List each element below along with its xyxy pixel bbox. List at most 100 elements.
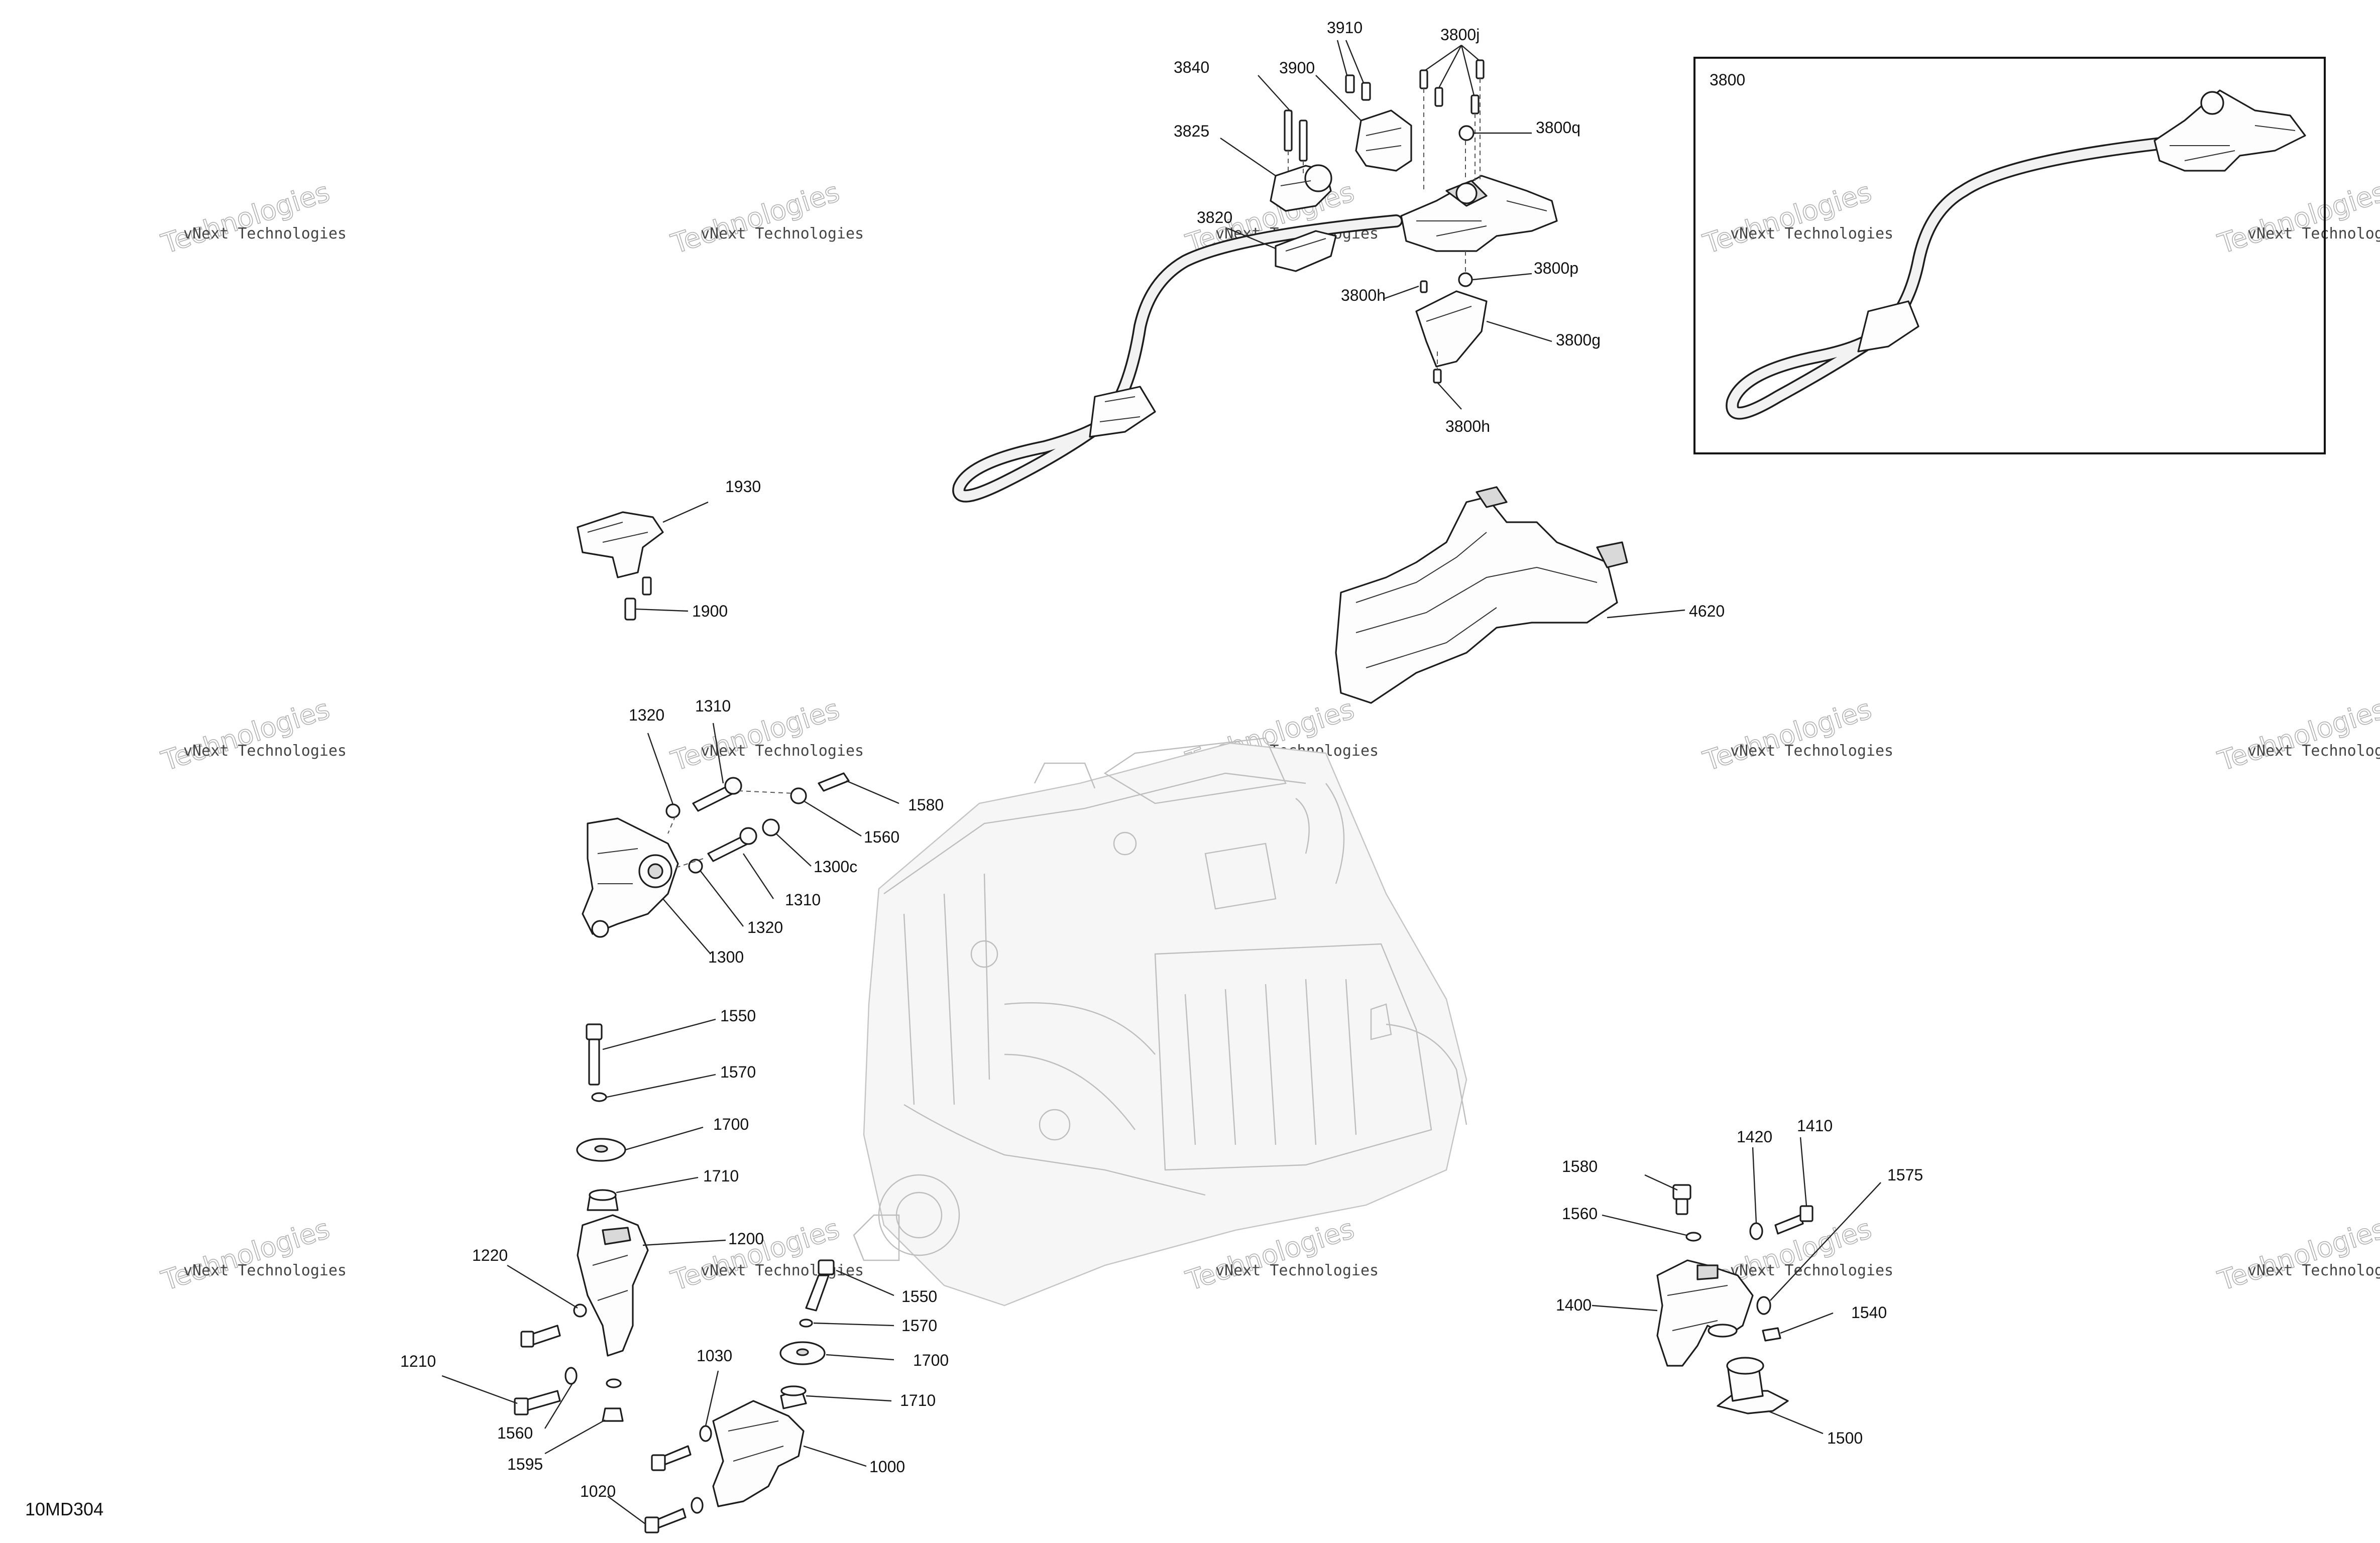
svg-text:Technologies: Technologies bbox=[2214, 176, 2380, 260]
svg-text:vNext Technologies: vNext Technologies bbox=[183, 742, 347, 760]
callout-4620: 4620 bbox=[1689, 602, 1725, 620]
part-1020-bolt bbox=[644, 1497, 704, 1533]
callout-3800j: 3800j bbox=[1440, 26, 1480, 44]
callout-1700-lower: 1700 bbox=[913, 1351, 949, 1369]
part-3800q-plug bbox=[1458, 125, 1475, 141]
engine-ghost-illustration bbox=[853, 737, 1467, 1307]
svg-text:vNext Technologies: vNext Technologies bbox=[701, 742, 864, 760]
callout-1550-upper: 1550 bbox=[720, 1007, 756, 1025]
callout-3910: 3910 bbox=[1327, 19, 1363, 37]
svg-text:Technologies: Technologies bbox=[667, 176, 843, 260]
callout-1020: 1020 bbox=[580, 1482, 616, 1500]
part-3800p-nut bbox=[1458, 272, 1473, 287]
screws-3910 bbox=[1345, 74, 1371, 101]
part-1580-bolt-b bbox=[1672, 1184, 1691, 1215]
callout-3825: 3825 bbox=[1174, 122, 1209, 140]
part-1200-bracket bbox=[577, 1214, 649, 1357]
callout-1710-lower: 1710 bbox=[900, 1391, 936, 1409]
callout-3800g: 3800g bbox=[1556, 331, 1601, 349]
callout-1560-right: 1560 bbox=[1562, 1205, 1598, 1223]
part-1710-bushing-a bbox=[587, 1189, 619, 1211]
callout-1000: 1000 bbox=[869, 1458, 905, 1476]
svg-text:Technologies: Technologies bbox=[1699, 693, 1875, 777]
callout-1710-upper: 1710 bbox=[703, 1167, 739, 1185]
part-1570-washer-a bbox=[591, 1092, 607, 1102]
part-1550-bolt-b bbox=[805, 1259, 835, 1312]
callout-1570-lower: 1570 bbox=[901, 1317, 937, 1335]
callout-1580-right: 1580 bbox=[1562, 1157, 1598, 1175]
svg-text:Technologies: Technologies bbox=[158, 176, 333, 260]
callout-1310-lower: 1310 bbox=[785, 891, 821, 909]
callout-1200: 1200 bbox=[728, 1230, 764, 1248]
part-1575-washer bbox=[1756, 1296, 1771, 1315]
diagram-id: 10MD304 bbox=[25, 1499, 103, 1519]
part-3800g-bracket bbox=[1415, 290, 1488, 368]
callout-3820: 3820 bbox=[1197, 208, 1232, 226]
part-1300c-nut bbox=[762, 818, 780, 837]
svg-text:vNext Technologies: vNext Technologies bbox=[1215, 1262, 1379, 1279]
callout-3800q: 3800q bbox=[1536, 118, 1580, 137]
callout-1220: 1220 bbox=[472, 1246, 508, 1264]
part-1400-bracket bbox=[1656, 1259, 1754, 1367]
svg-text:vNext Technologies: vNext Technologies bbox=[2247, 1262, 2380, 1279]
dashed-assembly-lines-3800 bbox=[1288, 78, 1481, 370]
part-1540-nut bbox=[1708, 1324, 1781, 1342]
part-1930-bracket bbox=[577, 511, 664, 578]
callout-1595: 1595 bbox=[507, 1455, 543, 1473]
callout-1700-upper: 1700 bbox=[713, 1115, 749, 1133]
callout-1320-upper: 1320 bbox=[629, 706, 664, 724]
part-1560-washer-a bbox=[790, 787, 807, 804]
svg-text:vNext Technologies: vNext Technologies bbox=[2247, 225, 2380, 243]
throttle-cable-assembly bbox=[952, 214, 1403, 503]
part-1900-screw bbox=[624, 576, 652, 621]
svg-text:vNext Technologies: vNext Technologies bbox=[2247, 742, 2380, 760]
callout-1930: 1930 bbox=[725, 478, 761, 496]
callout-1300c: 1300c bbox=[814, 858, 857, 876]
callout-1500: 1500 bbox=[1827, 1429, 1863, 1447]
part-3900-cover bbox=[1355, 109, 1412, 172]
part-1000-bracket bbox=[712, 1400, 805, 1507]
callout-3800-inset: 3800 bbox=[1710, 71, 1745, 89]
part-1550-bolt-a bbox=[586, 1023, 603, 1086]
callout-3900: 3900 bbox=[1279, 59, 1315, 77]
callout-1580-upper: 1580 bbox=[908, 796, 944, 814]
svg-text:vNext Technologies: vNext Technologies bbox=[1730, 225, 1893, 243]
part-4620-bracket bbox=[1335, 486, 1628, 704]
part-1410-bolt bbox=[1774, 1205, 1814, 1235]
callout-1410: 1410 bbox=[1797, 1117, 1833, 1135]
callout-1310-upper: 1310 bbox=[695, 697, 731, 715]
callout-labels: 3910 3800j 3840 3900 3800q 3825 3820 380… bbox=[400, 19, 1923, 1500]
part-1570-washer-b bbox=[799, 1319, 813, 1328]
callout-1575: 1575 bbox=[1887, 1166, 1923, 1184]
callout-1560-lower-left: 1560 bbox=[497, 1424, 533, 1442]
watermark-row-1: Technologies vNext Technologies Technolo… bbox=[157, 175, 2380, 260]
callout-1560-upper: 1560 bbox=[864, 828, 899, 846]
svg-text:vNext Technologies: vNext Technologies bbox=[183, 1262, 347, 1279]
inset-assembly-3800 bbox=[1693, 57, 2326, 454]
part-3825-clamp bbox=[1270, 164, 1332, 212]
leader-lines bbox=[441, 40, 1881, 1524]
throttle-housing-3800 bbox=[1400, 175, 1558, 252]
part-1210-bolt bbox=[514, 1390, 561, 1415]
part-1300-mount bbox=[582, 817, 679, 938]
part-1595-nut bbox=[602, 1378, 624, 1422]
callout-3800p: 3800p bbox=[1534, 259, 1578, 277]
svg-text:Technologies: Technologies bbox=[158, 1213, 333, 1296]
svg-text:vNext Technologies: vNext Technologies bbox=[701, 1262, 864, 1279]
callout-1210: 1210 bbox=[400, 1352, 436, 1370]
part-1560-washer-b bbox=[564, 1367, 578, 1385]
part-1320-washers bbox=[665, 803, 703, 874]
part-1700-washer-a bbox=[576, 1138, 626, 1162]
part-3820-bracket bbox=[1275, 230, 1337, 272]
screws-3800j bbox=[1419, 59, 1485, 114]
part-1420-washer bbox=[1749, 1222, 1763, 1240]
callout-1400: 1400 bbox=[1556, 1296, 1592, 1314]
callout-1030: 1030 bbox=[697, 1347, 732, 1365]
part-1220-bolt bbox=[520, 1303, 587, 1348]
part-1710-bushing-b bbox=[780, 1385, 807, 1409]
callout-1420: 1420 bbox=[1737, 1128, 1772, 1146]
callout-1300: 1300 bbox=[708, 948, 744, 966]
part-1500-mount bbox=[1717, 1357, 1789, 1414]
callout-3800h-lower: 3800h bbox=[1445, 417, 1490, 435]
